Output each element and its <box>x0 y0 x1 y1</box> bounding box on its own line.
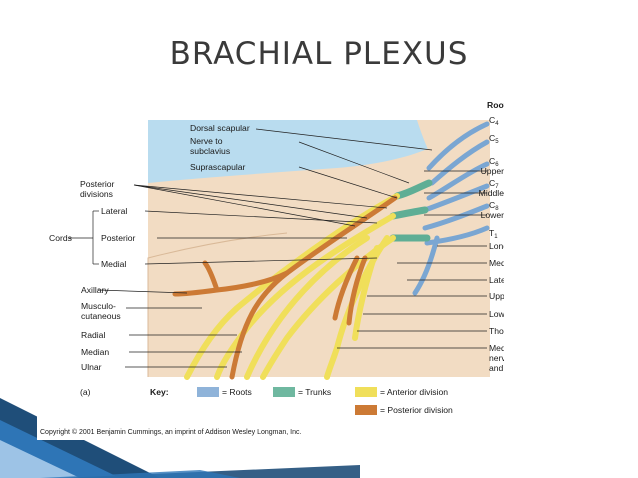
ulnar-label: Ulnar <box>81 362 102 372</box>
medial-cutaneous-label-3: and forearm <box>489 363 504 373</box>
cords-label: Cords <box>49 233 72 243</box>
trunk-lower-label: Lower <box>481 210 504 220</box>
copyright-text: Copyright © 2001 Benjamin Cummings, an i… <box>40 428 301 436</box>
key-posterior-label: = Posterior division <box>380 405 453 415</box>
key-title: Key: <box>150 387 169 397</box>
suprascapular-label: Suprascapular <box>190 162 246 172</box>
medial-cutaneous-label-2: nerves of the arm <box>489 353 504 363</box>
root-t1-label: T1 <box>489 228 498 240</box>
key-anterior-label: = Anterior division <box>380 387 448 397</box>
radial-label: Radial <box>81 330 105 340</box>
leader-lines <box>69 128 487 368</box>
medial-pectoral-label: Medial pectoral <box>489 258 504 268</box>
long-thoracic-label: Long thoracic <box>489 241 504 251</box>
root-c5-label: C5 <box>489 133 499 145</box>
root-c8-label: C8 <box>489 200 499 212</box>
roots-group <box>412 121 490 296</box>
brachial-plexus-diagram: Dorsal scapular Nerve to subclavius Supr… <box>40 100 504 436</box>
key-trunks-label: = Trunks <box>298 387 331 397</box>
trunk-upper-label: Upper <box>481 166 504 176</box>
cord-posterior-label: Posterior <box>101 233 136 243</box>
lower-subscapular-label: Lower subscapular <box>489 309 504 319</box>
brachial-plexus-figure: Dorsal scapular Nerve to subclavius Supr… <box>37 98 504 440</box>
trunk-middle-label: Middle <box>479 188 504 198</box>
dorsal-scapular-label: Dorsal scapular <box>190 123 250 133</box>
thoracodorsal-label: Thoracodorsal <box>489 326 504 336</box>
cord-lateral-label: Lateral <box>101 206 127 216</box>
lateral-pectoral-label: Lateral pectoral <box>489 275 504 285</box>
panel-label: (a) <box>80 387 91 397</box>
shoulder-skin <box>148 138 490 377</box>
cord-medial-label: Medial <box>101 259 126 269</box>
root-c7-label: C7 <box>489 178 499 190</box>
key-roots-label: = Roots <box>222 387 252 397</box>
roots-heading: Roots: <box>487 100 504 110</box>
root-c4-label: C4 <box>489 115 499 127</box>
posterior-divisions-label-2: divisions <box>80 189 113 199</box>
axillary-label: Axillary <box>81 285 109 295</box>
key-swatch-posterior <box>355 405 377 415</box>
slide-title: BRACHIAL PLEXUS <box>169 36 469 72</box>
key-swatch-roots <box>197 387 219 397</box>
upper-subscapular-label: Upper subscapular <box>489 291 504 301</box>
subclavius-label: subclavius <box>190 146 230 156</box>
medial-cutaneous-label-1: Medial cutaneous <box>489 343 504 353</box>
median-label: Median <box>81 347 109 357</box>
root-c6-label: C6 <box>489 156 499 168</box>
key-swatch-anterior <box>355 387 377 397</box>
musculocutaneous-label-2: cutaneous <box>81 311 121 321</box>
key-swatch-trunks <box>273 387 295 397</box>
posterior-divisions-label-1: Posterior <box>80 179 115 189</box>
musculocutaneous-label-1: Musculo- <box>81 301 116 311</box>
nerve-to-label: Nerve to <box>190 136 223 146</box>
